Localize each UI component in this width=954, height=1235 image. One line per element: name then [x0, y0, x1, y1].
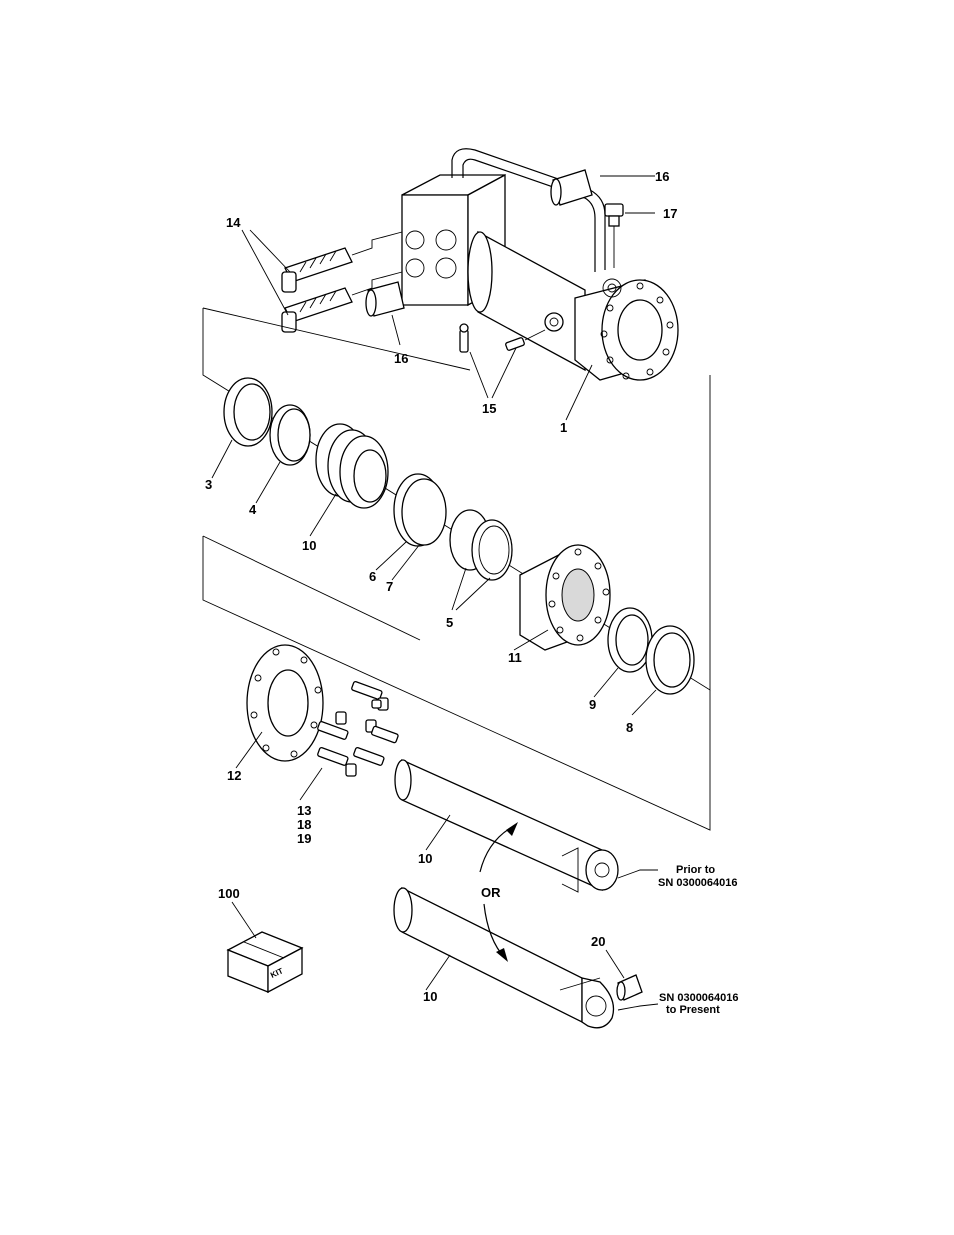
seal-kit-parts: [223, 377, 695, 695]
callout-18: 18: [297, 817, 311, 832]
note-present-line2: to Present: [666, 1004, 720, 1016]
callout-100: 100: [218, 886, 240, 901]
kit-box: [226, 931, 304, 994]
barrel-assembly: [401, 148, 679, 381]
or-label: OR: [481, 885, 501, 900]
callout-15: 15: [482, 401, 496, 416]
grease-fittings: [459, 323, 546, 353]
callout-11: 11: [508, 650, 522, 665]
note-prior-line2: SN 0300064016: [658, 877, 738, 889]
bushings: [365, 169, 593, 317]
callout-16-left: 16: [394, 351, 408, 366]
callout-3: 3: [205, 477, 212, 492]
callout-17: 17: [663, 206, 677, 221]
callout-labels: 14 16 17 16 15 1 3 4 10 6 7 5 11 9 8 12 …: [205, 169, 739, 1016]
callout-16-top: 16: [655, 169, 669, 184]
callout-12: 12: [227, 768, 241, 783]
callout-19: 19: [297, 831, 311, 846]
callout-1: 1: [560, 420, 567, 435]
note-present-line1: SN 0300064016: [659, 992, 739, 1004]
callout-4: 4: [249, 502, 257, 517]
bolts: [317, 681, 399, 777]
exploded-envelope-lines: [202, 307, 711, 831]
callout-5: 5: [446, 615, 453, 630]
callout-13: 13: [297, 803, 311, 818]
callout-7: 7: [386, 579, 393, 594]
callout-20: 20: [591, 934, 605, 949]
callout-14: 14: [226, 215, 241, 230]
valve-cartridges: [281, 231, 403, 333]
plug: [604, 203, 624, 268]
note-prior-line1: Prior to: [676, 864, 715, 876]
callout-10-rod-prior: 10: [418, 851, 432, 866]
callout-6: 6: [369, 569, 376, 584]
callout-8: 8: [626, 720, 633, 735]
leader-lines: [211, 175, 659, 1011]
callout-9: 9: [589, 697, 596, 712]
callout-10-rod-present: 10: [423, 989, 437, 1004]
callout-10-seal: 10: [302, 538, 316, 553]
rod-parts: [226, 644, 643, 1029]
